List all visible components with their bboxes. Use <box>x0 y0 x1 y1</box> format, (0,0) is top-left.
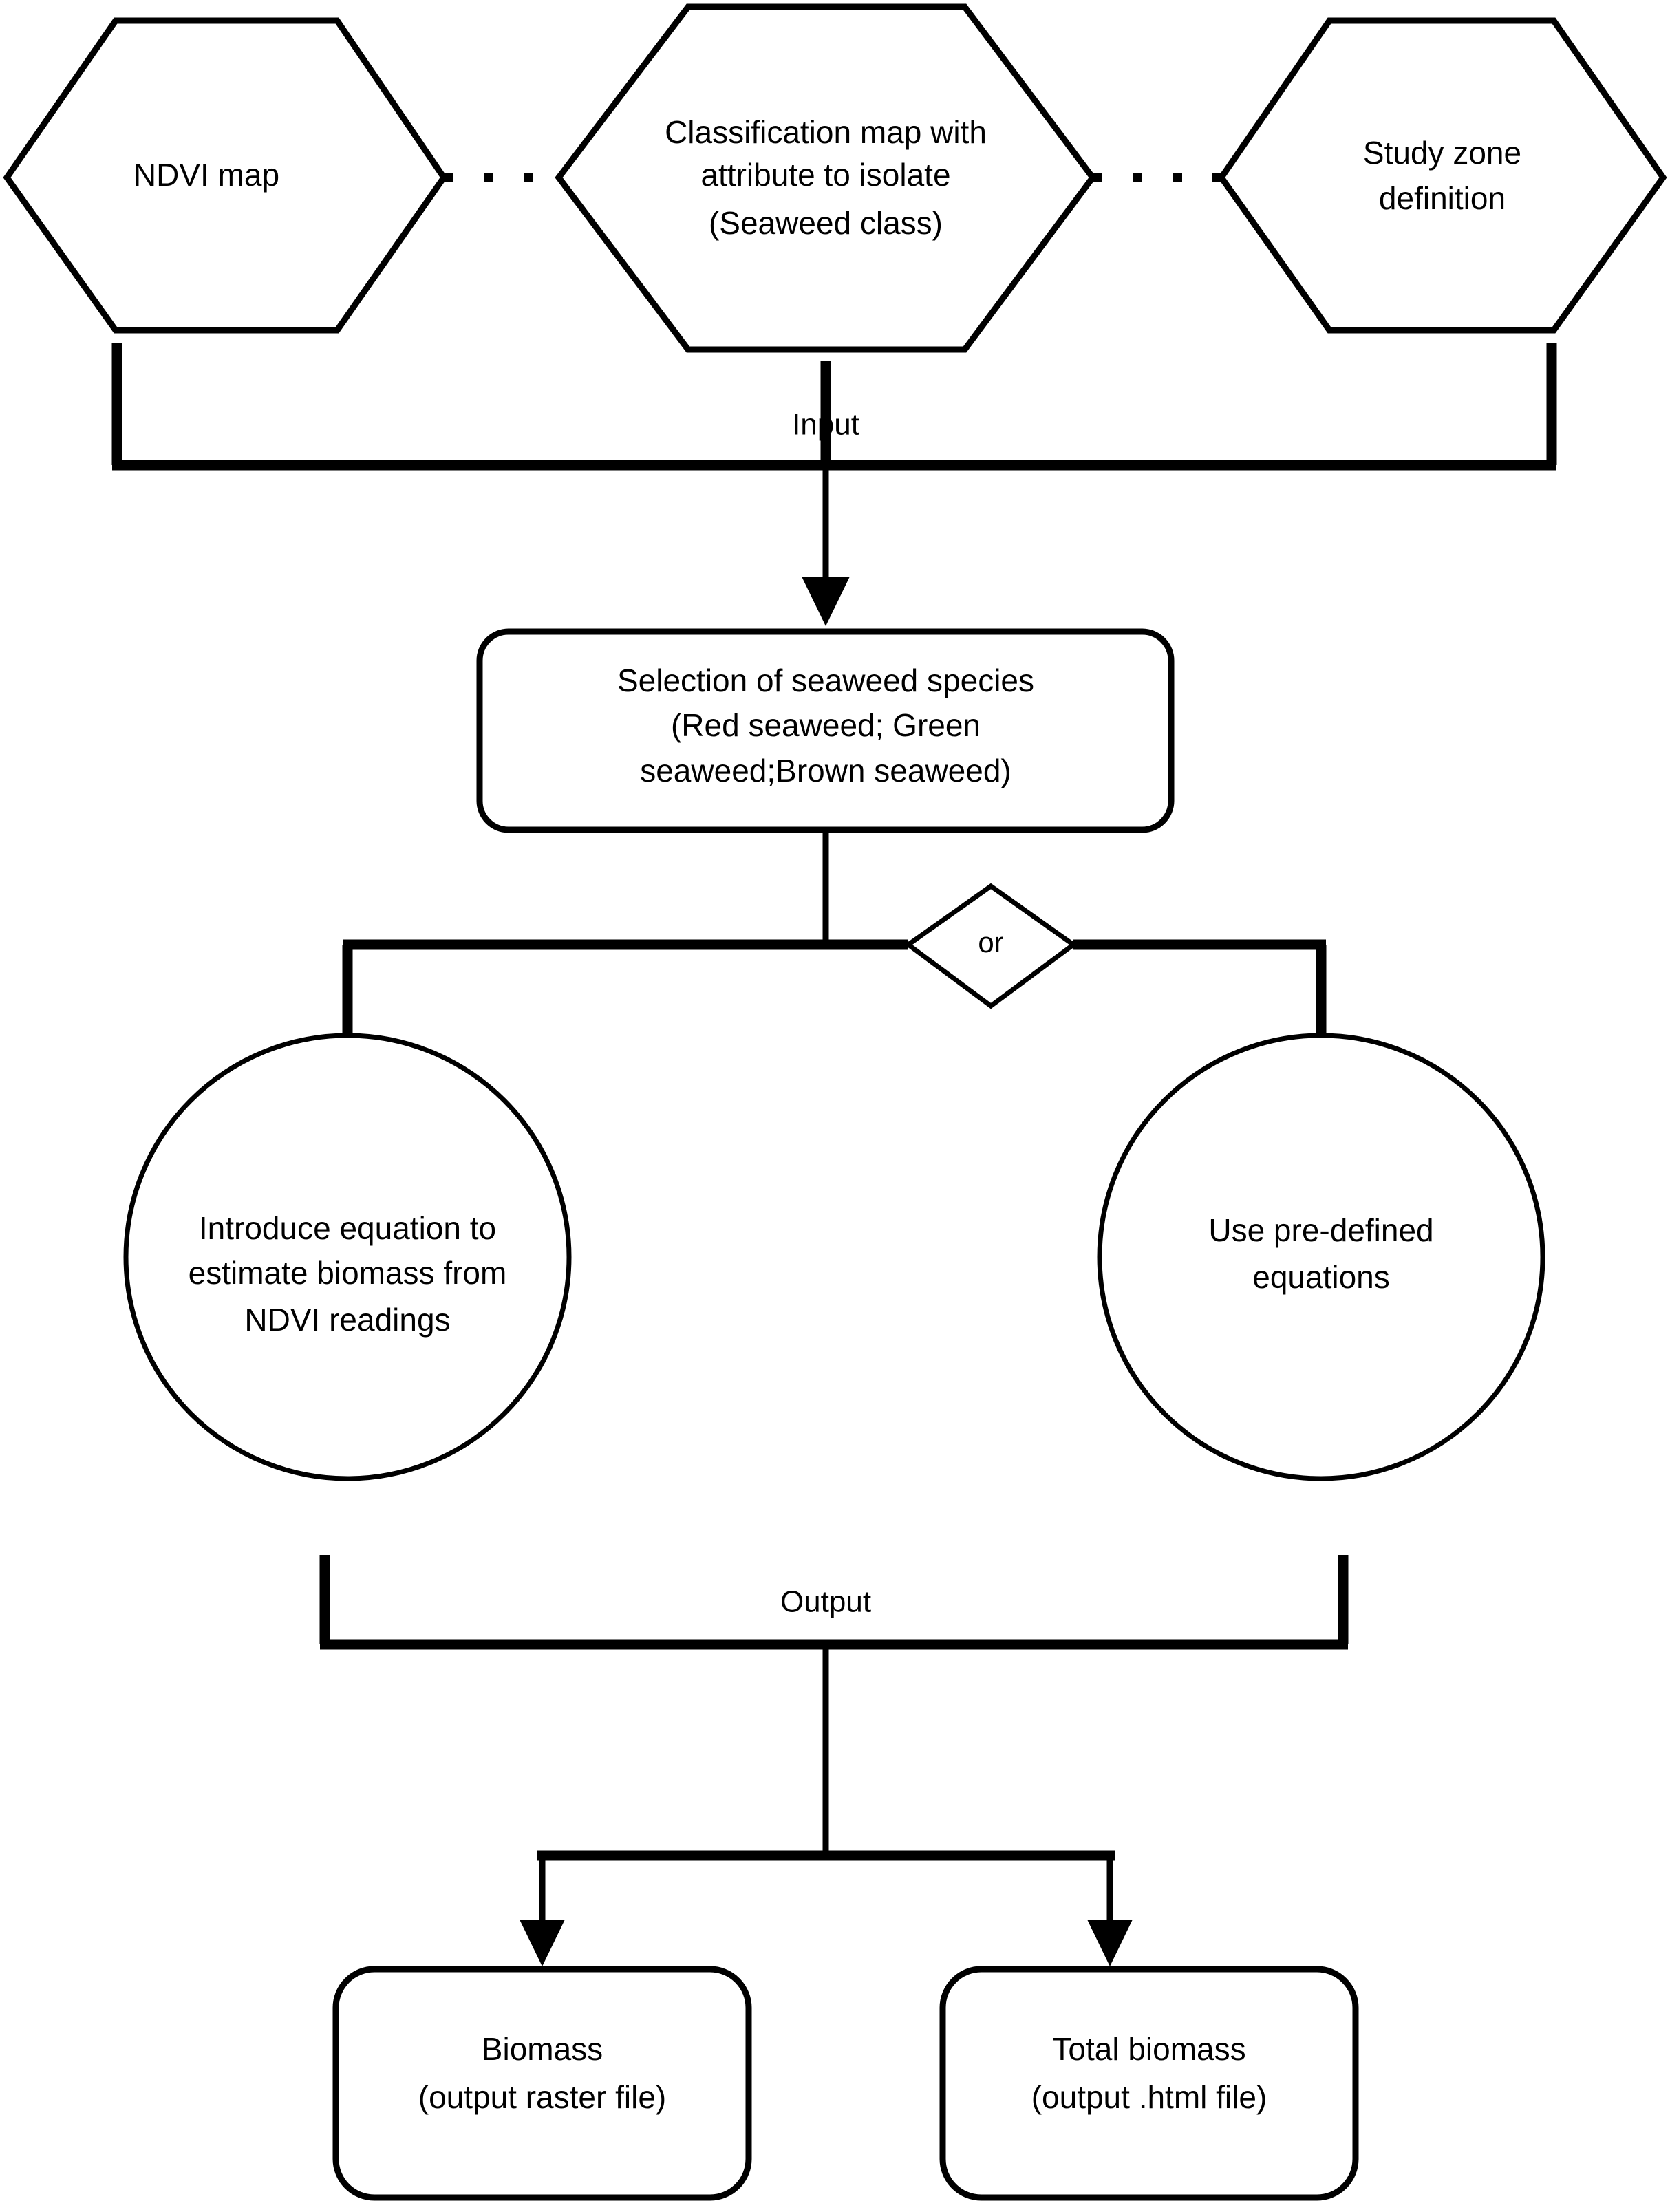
node-label-classification-map-line1: Classification map with <box>665 114 987 150</box>
node-label-or: or <box>978 926 1003 958</box>
circle-shape-introduce-equation <box>123 1033 572 1481</box>
node-label-introduce-equation-line2: estimate biomass from <box>189 1255 507 1291</box>
rounded-rect-shape-biomass-raster <box>332 1966 752 2201</box>
node-classification-map[interactable]: Classification map with attribute to iso… <box>555 3 1097 353</box>
node-label-use-pre-defined-line1: Use pre-defined <box>1208 1212 1433 1248</box>
node-selection-of-seaweed-species[interactable]: Selection of seaweed species (Red seawee… <box>476 628 1175 833</box>
node-label-selection-line2: (Red seaweed; Green <box>671 707 981 743</box>
node-label-classification-map-line3: (Seaweed class) <box>709 205 943 241</box>
branch-split-connector <box>342 830 1327 1035</box>
node-label-study-zone-line2: definition <box>1379 180 1506 216</box>
node-ndvi-map[interactable]: NDVI map <box>3 17 448 334</box>
edge-label-input: Input <box>792 408 859 442</box>
node-label-biomass-raster-line1: Biomass <box>482 2031 603 2067</box>
node-label-use-pre-defined-line2: equations <box>1252 1259 1390 1295</box>
arrowhead-to-total-biomass-html <box>1087 1920 1133 1966</box>
node-introduce-equation[interactable]: Introduce equation to estimate biomass f… <box>123 1033 572 1481</box>
circle-shape-use-pre-defined-equations <box>1097 1033 1545 1481</box>
node-label-total-biomass-html-line1: Total biomass <box>1052 2031 1245 2067</box>
rounded-rect-shape-total-biomass-html <box>939 1966 1359 2201</box>
output-split-connector <box>520 1850 1133 1966</box>
diamond-shape-or <box>904 883 1078 1009</box>
node-label-study-zone-line1: Study zone <box>1363 135 1521 171</box>
node-label-introduce-equation-line1: Introduce equation to <box>199 1210 496 1246</box>
node-total-biomass-html[interactable]: Total biomass (output .html file) <box>939 1966 1359 2201</box>
node-label-biomass-raster-line2: (output raster file) <box>418 2079 666 2115</box>
node-biomass-raster[interactable]: Biomass (output raster file) <box>332 1966 752 2201</box>
output-merge-connector: Output <box>319 1555 1349 1856</box>
node-label-introduce-equation-line3: NDVI readings <box>244 1302 450 1338</box>
node-label-total-biomass-html-line2: (output .html file) <box>1031 2079 1267 2115</box>
arrowhead-to-biomass-raster <box>520 1920 565 1966</box>
edge-label-output: Output <box>780 1585 871 1619</box>
node-label-selection-line3: seaweed;Brown seaweed) <box>640 753 1011 788</box>
node-study-zone[interactable]: Study zone definition <box>1217 17 1667 334</box>
hexagon-shape-study-zone <box>1217 17 1667 334</box>
node-label-classification-map-line2: attribute to isolate <box>700 157 950 193</box>
node-use-pre-defined-equations[interactable]: Use pre-defined equations <box>1097 1033 1545 1481</box>
input-merge-connector: Input <box>111 343 1557 626</box>
node-label-ndvi-map: NDVI map <box>133 157 279 193</box>
node-label-selection-line1: Selection of seaweed species <box>617 663 1034 698</box>
node-or-decision[interactable]: or <box>904 883 1078 1009</box>
arrowhead-input-to-process <box>802 577 850 626</box>
